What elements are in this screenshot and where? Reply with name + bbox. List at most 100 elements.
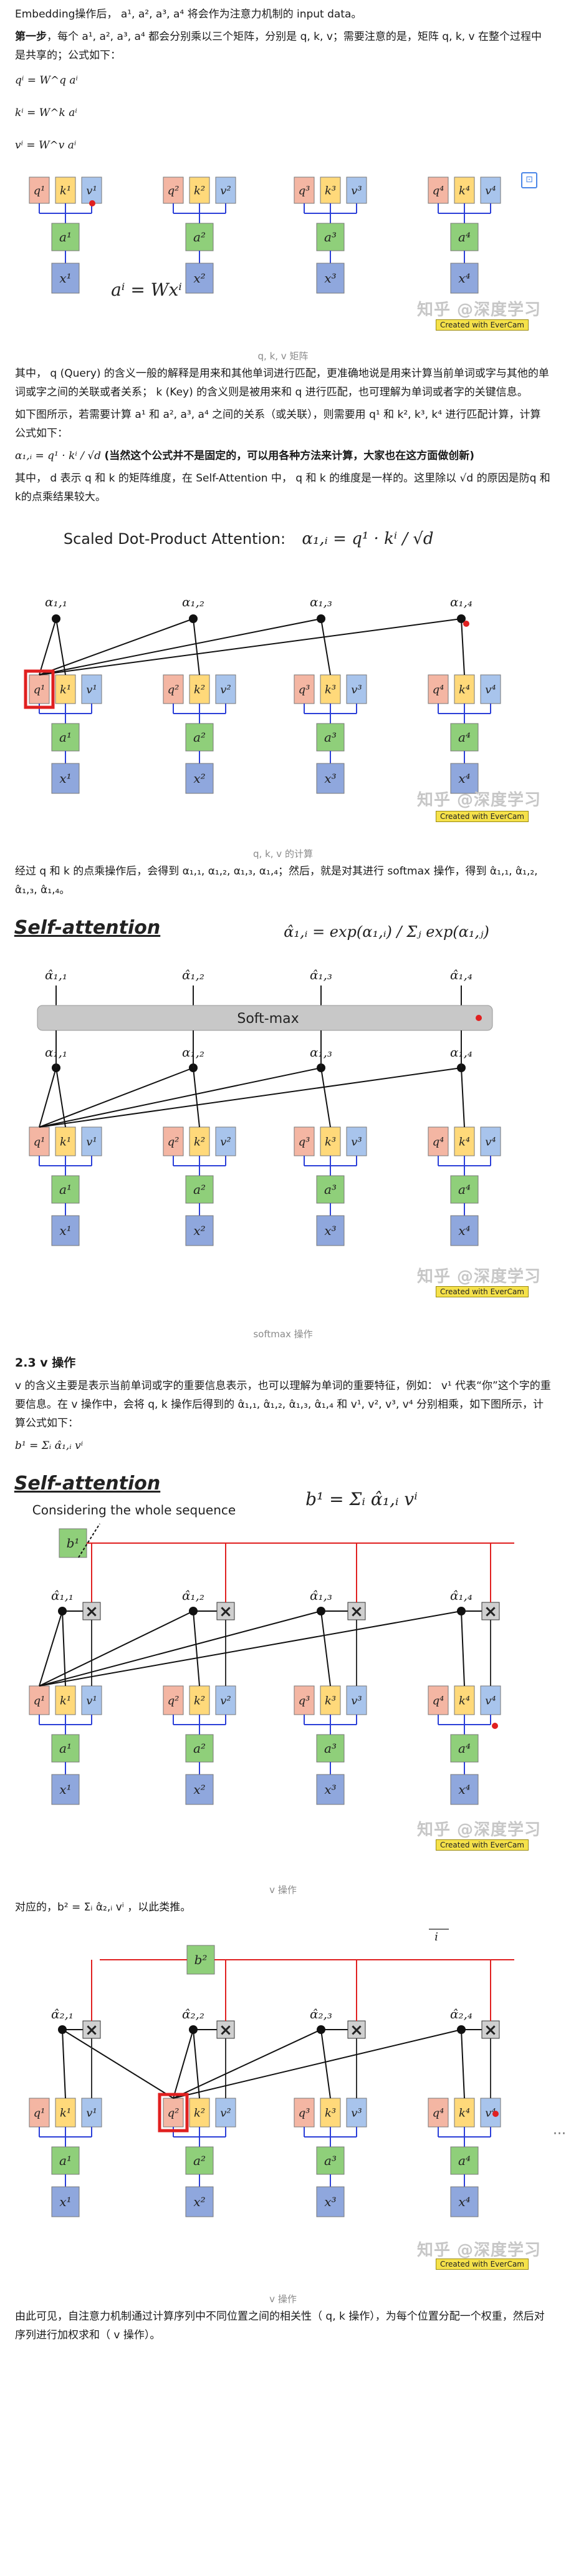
k2-box [189, 674, 210, 704]
k1-label: k¹ [60, 1694, 71, 1707]
v3-box [346, 177, 367, 204]
q4-box [428, 177, 449, 204]
step1-label: 第一步 [15, 31, 47, 43]
v4-label: v⁴ [485, 1694, 496, 1707]
k-alpha-line [461, 618, 465, 675]
alpha-hat-label: α̂₁,₄ [450, 967, 472, 982]
evercam-stamp: Created with EverCam [436, 2259, 529, 2270]
k3-box [320, 674, 341, 704]
v1-box [81, 177, 102, 204]
k-alpha-line [62, 2029, 66, 2099]
k1-label: k¹ [60, 1135, 71, 1148]
v2-label: v² [220, 683, 231, 696]
a3-label: a³ [324, 1741, 337, 1756]
k-alpha-line [461, 2029, 465, 2099]
k-alpha-line [193, 618, 200, 675]
x4-box [450, 763, 479, 794]
b1-formula: b¹ = Σᵢ α̂₁,ᵢ vⁱ [15, 1440, 84, 1452]
qk-formula-line: α₁,ᵢ = q¹ · kⁱ / √d (当然这个公式并不是固定的，可以用各种方… [15, 447, 551, 465]
a3-box [316, 1175, 345, 1204]
a3-label: a³ [324, 230, 337, 245]
alpha-hat-label: α̂₁,₁ [45, 967, 67, 982]
q2-label: q² [168, 683, 180, 696]
x4-label: x⁴ [458, 1223, 470, 1238]
x2-box [185, 1215, 214, 1246]
k2-label: k² [194, 1694, 205, 1707]
k2-label: k² [194, 184, 205, 197]
q4-label: q⁴ [433, 184, 444, 197]
evercam-stamp: Created with EverCam [436, 319, 529, 331]
v4-box [480, 1685, 501, 1715]
q2-alpha-line [173, 2029, 322, 2099]
q1-label: q¹ [34, 1135, 46, 1148]
k3-box [320, 2098, 341, 2128]
eq-v: vⁱ = W^v aⁱ [15, 139, 77, 152]
alpha-hat-label: α̂₁,₃ [310, 967, 332, 982]
x3-box [316, 1215, 345, 1246]
a1-box [51, 1175, 80, 1204]
figure-caption: v 操作 [269, 1884, 297, 1896]
k4-label: k⁴ [459, 683, 470, 696]
x4-label: x⁴ [458, 771, 470, 786]
q2-label: q² [168, 1135, 180, 1148]
q4-label: q⁴ [433, 683, 444, 696]
q3-box [294, 1126, 315, 1156]
k2-label: k² [194, 2106, 205, 2119]
a1-label: a¹ [59, 730, 72, 745]
q1-label: q¹ [34, 2106, 46, 2119]
watermark: 知乎 @深度学习 [416, 1821, 541, 1839]
v4-label: v⁴ [485, 184, 496, 197]
k-alpha-line [461, 1067, 465, 1128]
more-icon[interactable]: ··· [553, 2126, 566, 2142]
q1-alpha-line [39, 1610, 194, 1687]
a1-label: a¹ [59, 230, 72, 245]
x3-label: x³ [324, 1223, 336, 1238]
x3-box [316, 763, 345, 794]
x4-box [450, 1774, 479, 1805]
conclusion: 由此可见，自注意力机制通过计算序列中不同位置之间的相关性（ q, k 操作），为… [0, 2307, 566, 2345]
k-alpha-line [461, 1610, 465, 1687]
q1-label: q¹ [34, 683, 46, 696]
a3-label: a³ [324, 1182, 337, 1197]
v1-label: v¹ [86, 2106, 97, 2119]
k4-box [454, 1126, 475, 1156]
v3-label: v³ [351, 1135, 362, 1148]
a2-box [185, 723, 214, 752]
a2-label: a² [193, 1741, 206, 1756]
softmax-label: Soft-max [237, 1011, 299, 1027]
q3-label: q³ [299, 2106, 310, 2119]
k-alpha-line [320, 1067, 331, 1128]
multiply-icon: × [219, 2021, 233, 2040]
v3-label: v³ [351, 2106, 362, 2119]
self-attention-title: Self-attention [14, 1473, 160, 1494]
watermark: 知乎 @深度学习 [416, 791, 541, 810]
softmax-formula: α̂₁,ᵢ = exp(α₁,ᵢ) / Σⱼ exp(α₁,ⱼ) [284, 923, 489, 941]
q3-box [294, 2098, 315, 2128]
x1-box [51, 1215, 80, 1246]
alpha-hat-label: α̂₁,₁ [51, 1588, 74, 1603]
multiply-icon: × [350, 2021, 363, 2040]
v1-label: v¹ [86, 1135, 97, 1148]
side-marker-label: i [434, 1930, 438, 1944]
b2-label: b² [194, 1952, 208, 1967]
multiply-icon: × [85, 1602, 98, 1621]
v1-box [81, 1126, 102, 1156]
q3-box [294, 177, 315, 204]
x2-box [185, 763, 214, 794]
q1-box [29, 1685, 50, 1715]
a2-label: a² [193, 230, 206, 245]
b2-box [186, 1945, 215, 1975]
q1-label: q¹ [34, 184, 46, 197]
scaled-dot-formula: α₁,ᵢ = q¹ · kⁱ / √d [302, 530, 433, 548]
a3-label: a³ [324, 730, 337, 745]
k3-label: k³ [325, 2106, 336, 2119]
red-pointer-dot [463, 621, 469, 627]
alpha-label: α₁,₂ [182, 594, 204, 609]
k4-label: k⁴ [459, 1694, 470, 1707]
watermark: 知乎 @深度学习 [416, 2241, 541, 2260]
v-text: v 的含义主要是表示当前单词或字的重要信息表示，也可以理解为单词的重要特征，例如… [15, 1380, 551, 1430]
expand-icon[interactable]: ⊡ [521, 172, 537, 188]
subtitle-label: Considering the whole sequence [32, 1503, 236, 1518]
a2-label: a² [193, 2153, 206, 2168]
